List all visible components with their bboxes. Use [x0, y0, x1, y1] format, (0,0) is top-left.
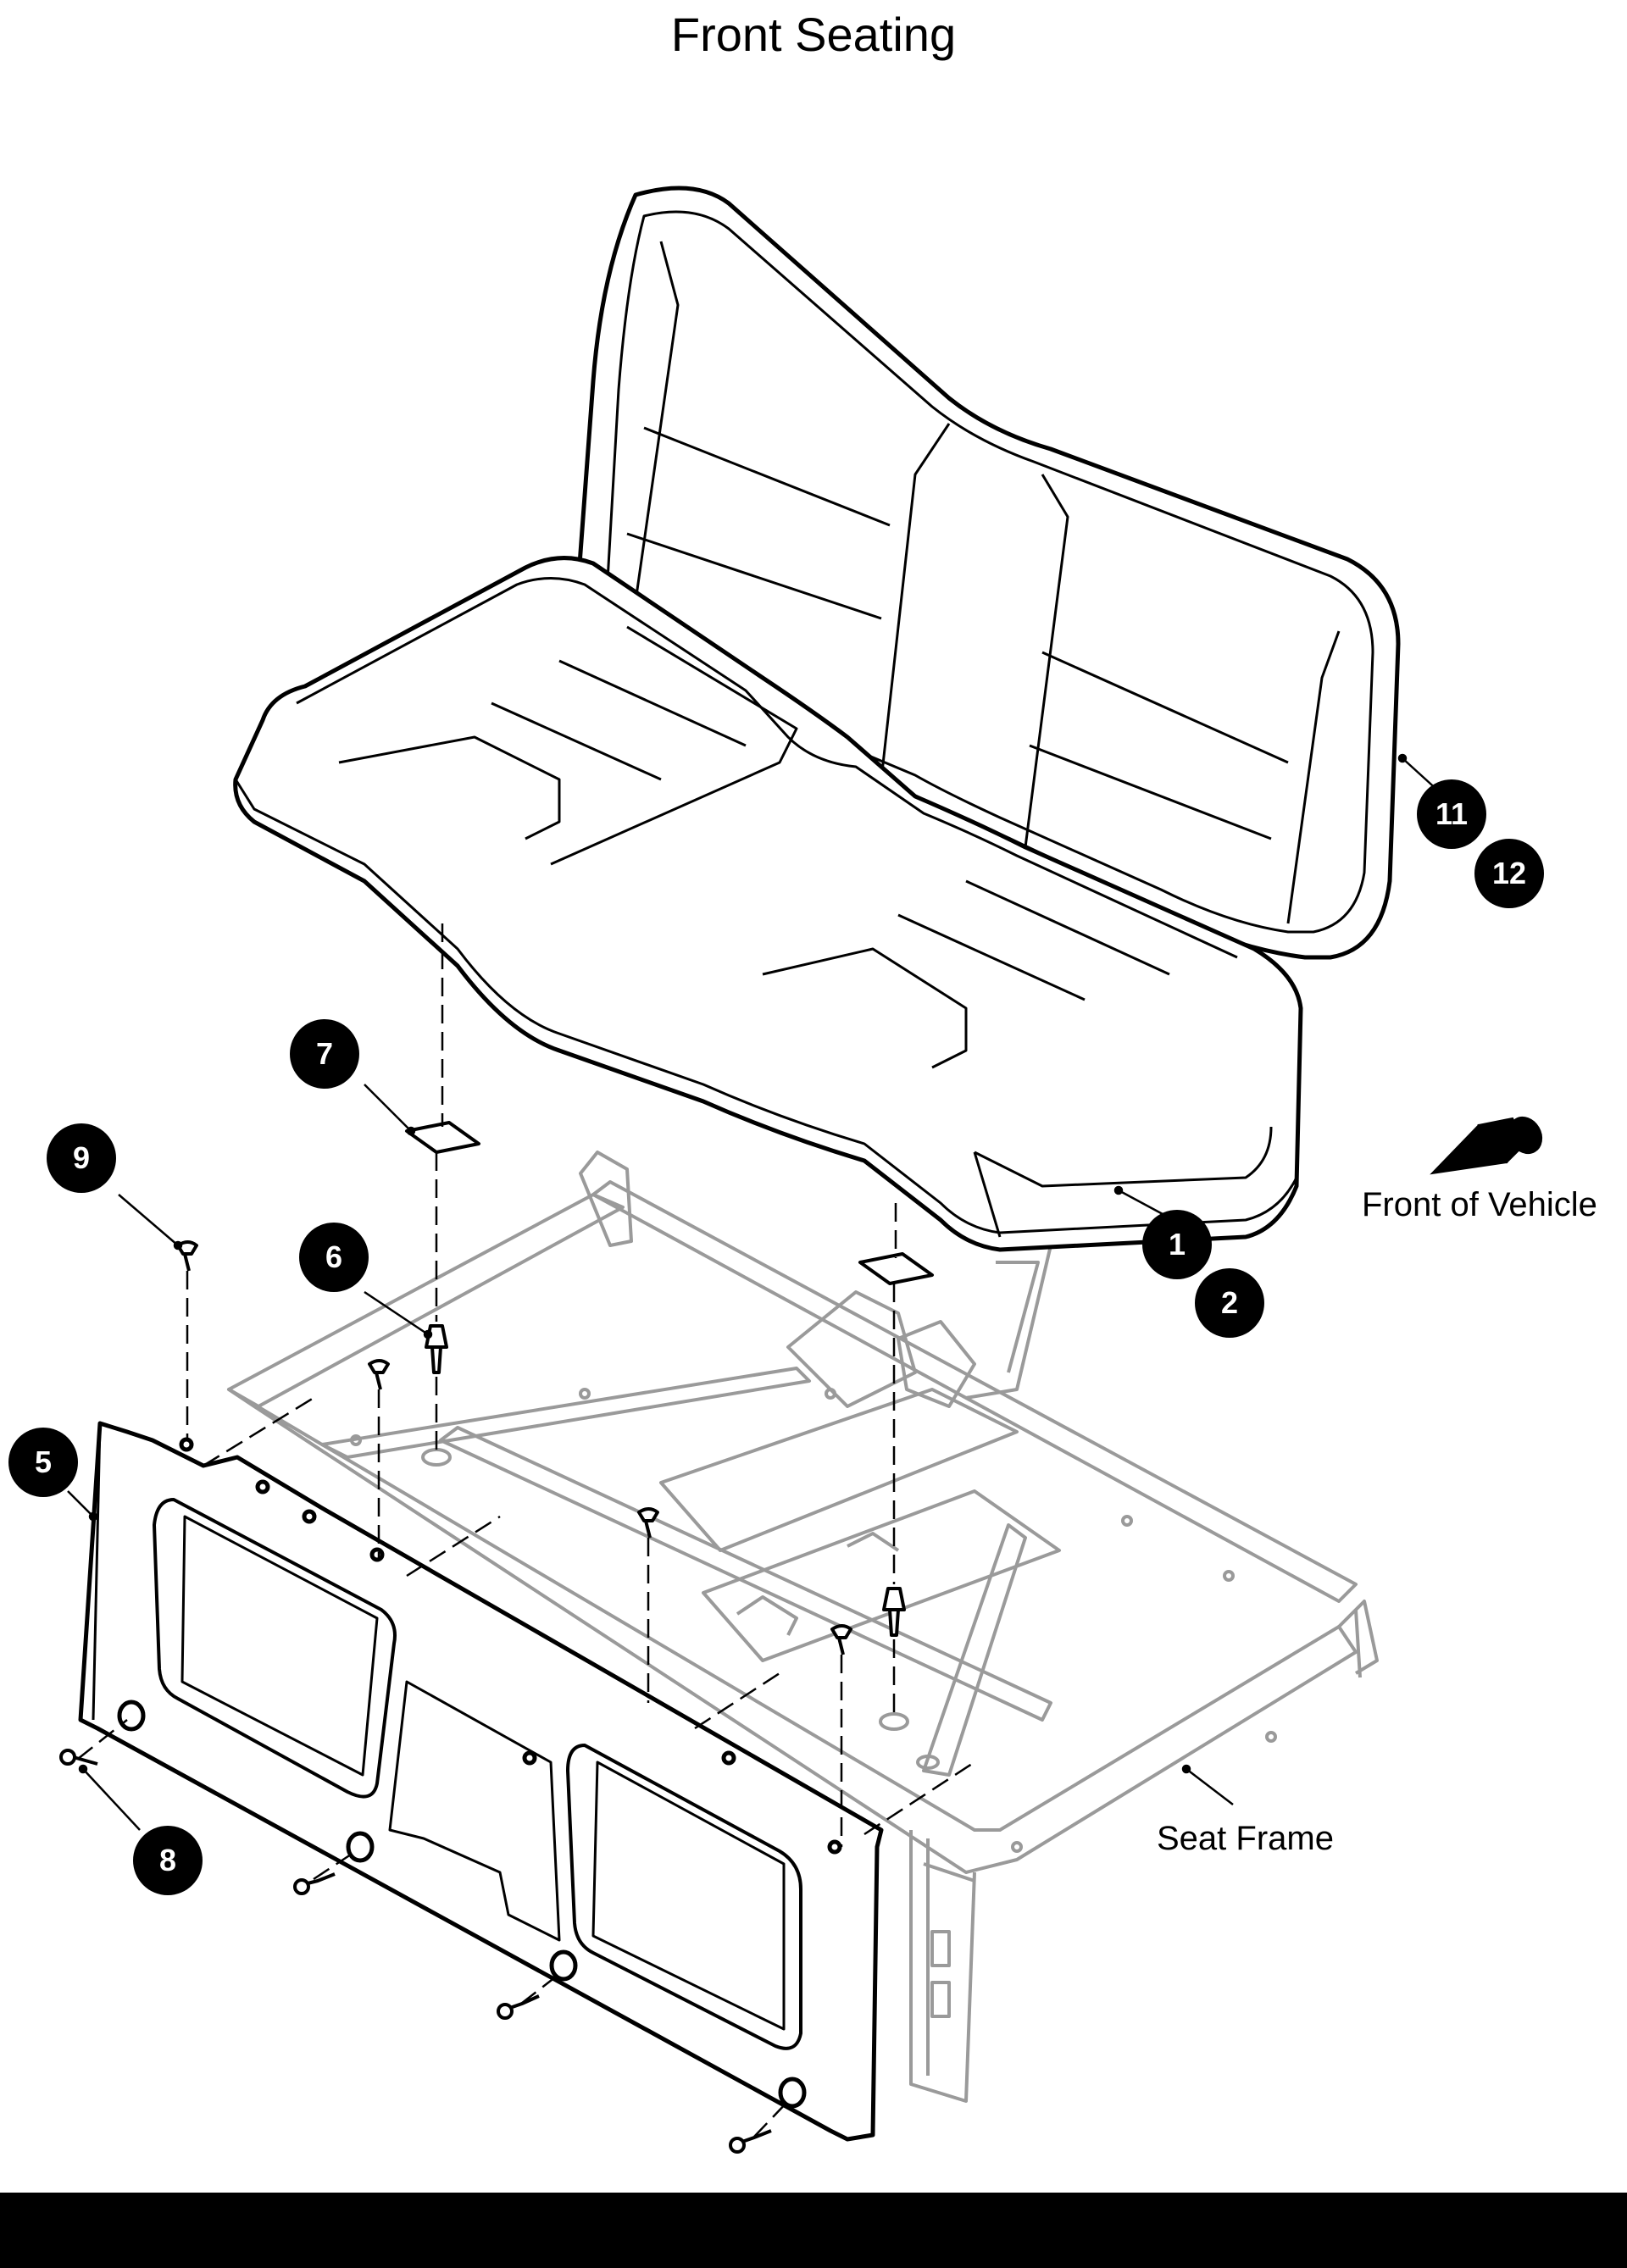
callout-11: 11	[1417, 779, 1486, 849]
seat-bottom-drawing	[233, 556, 1303, 1252]
alignment-dashed-lines	[77, 923, 975, 2138]
front-direction-arrow-icon	[1430, 1116, 1543, 1175]
callout-2: 2	[1195, 1268, 1264, 1338]
callout-7: 7	[290, 1019, 359, 1089]
callout-6: 6	[299, 1223, 369, 1292]
callout-8: 8	[133, 1826, 203, 1895]
leader-lines	[67, 753, 1450, 1831]
callout-1: 1	[1142, 1210, 1212, 1279]
front-seating-exploded-diagram	[59, 186, 1543, 2154]
page-title: Front Seating	[670, 8, 957, 61]
front-of-vehicle-label: Front of Vehicle	[1362, 1186, 1597, 1223]
callout-12: 12	[1474, 839, 1544, 908]
callout-9: 9	[47, 1123, 116, 1193]
hardware-drawing	[59, 1121, 934, 2154]
callout-5: 5	[8, 1428, 78, 1497]
bottom-black-bar	[0, 2193, 1627, 2268]
seat-frame-label: Seat Frame	[1157, 1820, 1334, 1857]
seat-support-panel-drawing	[78, 1421, 884, 2142]
